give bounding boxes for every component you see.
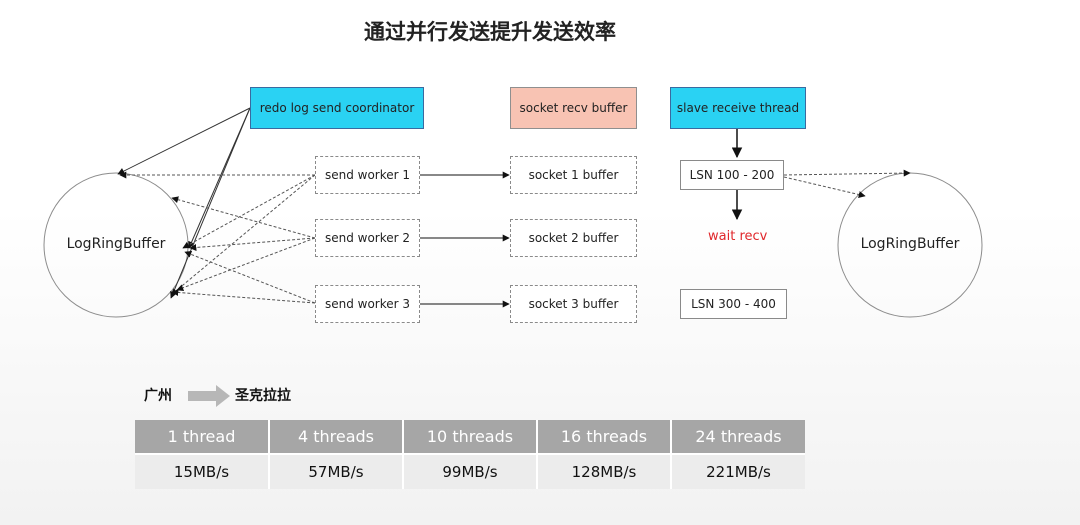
right-ring-buffer-label: LogRingBuffer [860,236,960,252]
slave-receive-thread-box: slave receive thread [670,87,806,129]
table-cell: 99MB/s [403,453,538,489]
table-cell: 15MB/s [135,453,270,489]
socket-buffer-2: socket 2 buffer [510,219,637,257]
coordinator-to-ring-arrow [117,107,251,175]
recv-buffer-box: socket recv buffer [510,87,637,129]
right-arrow-icon [188,385,230,407]
table-header-cell: 1 thread [135,420,270,454]
worker-to-ring-arrow [171,288,316,304]
send-worker-3: send worker 3 [315,285,420,323]
table-cell: 221MB/s [671,453,805,489]
table-cell: 128MB/s [537,453,672,489]
worker-to-ring-arrow [176,237,316,292]
lsn-to-ring-arrow [783,176,866,198]
lsn-range-1: LSN 100 - 200 [680,160,784,190]
table-header-cell: 10 threads [403,420,538,454]
throughput-table: 1 thread 4 threads 10 threads 16 threads… [135,420,805,489]
send-worker-1: send worker 1 [315,156,420,194]
wait-recv-label: wait recv [708,229,768,244]
worker-to-ring-arrow [171,196,316,239]
socket-buffer-3: socket 3 buffer [510,285,637,323]
worker-to-ring-arrow [189,237,316,251]
lsn-to-ring-arrow [783,169,911,177]
table-row: 15MB/s 57MB/s 99MB/s 128MB/s 221MB/s [135,453,805,489]
table-cell: 57MB/s [269,453,404,489]
worker-to-ring-arrow [184,251,316,304]
coordinator-box: redo log send coordinator [250,87,424,129]
worker-to-ring-arrow [182,174,316,249]
table-header-cell: 4 threads [269,420,404,454]
send-worker-2: send worker 2 [315,219,420,257]
table-header-cell: 24 threads [671,420,805,454]
page-title: 通过并行发送提升发送效率 [364,20,616,44]
left-ring-buffer-label: LogRingBuffer [66,236,166,252]
route-to: 圣克拉拉 [235,388,291,404]
socket-buffer-1: socket 1 buffer [510,156,637,194]
coordinator-to-ring-arrow [170,107,251,299]
table-header-row: 1 thread 4 threads 10 threads 16 threads… [135,420,805,454]
route-from: 广州 [144,388,172,404]
worker-to-ring-arrow [170,174,316,296]
lsn-range-2: LSN 300 - 400 [680,289,787,319]
table-header-cell: 16 threads [537,420,672,454]
